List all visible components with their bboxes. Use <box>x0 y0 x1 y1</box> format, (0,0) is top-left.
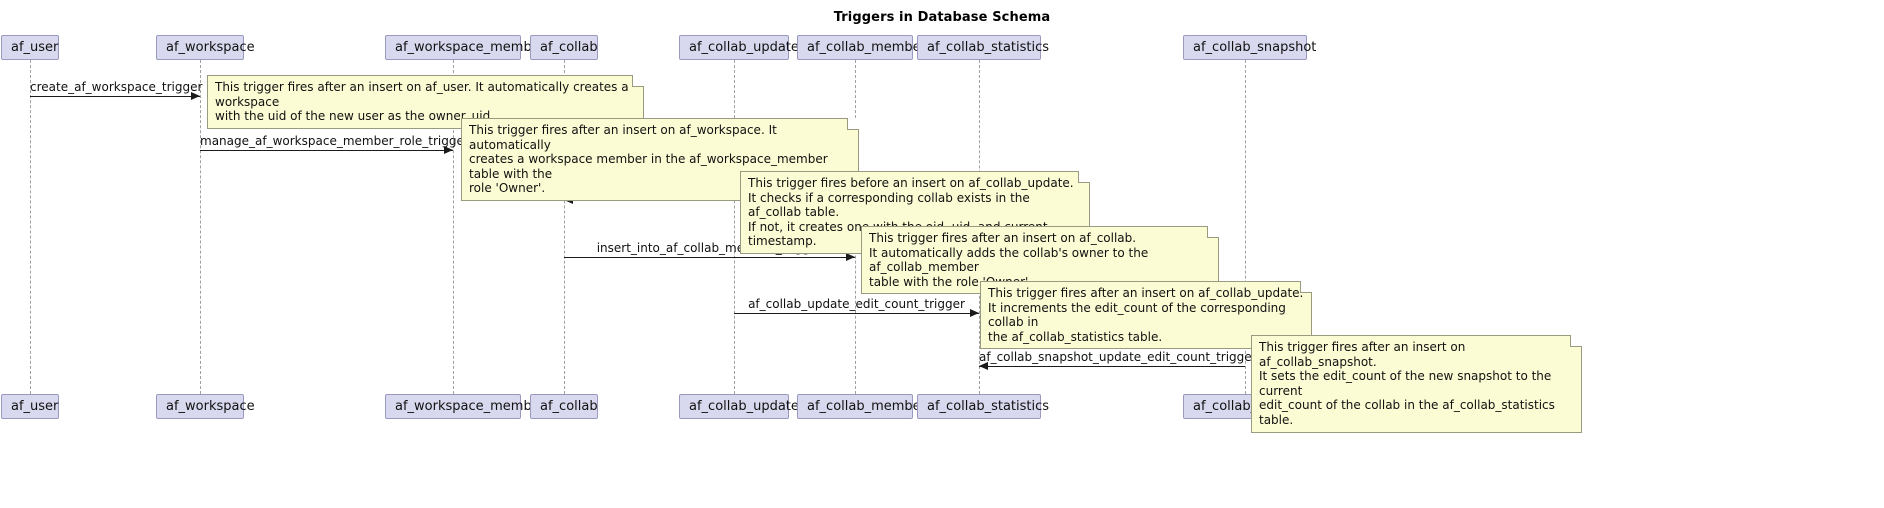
message-line-af-collab-snapshot-update-edit-count-trigger <box>979 366 1245 367</box>
note-fold-corner-icon <box>1300 281 1312 293</box>
message-label-create-af-workspace-trigger: create_af_workspace_trigger <box>30 80 203 94</box>
arrowhead-right-icon <box>846 253 855 261</box>
participant-bottom-af-collab-member[interactable]: af_collab_member <box>797 394 926 419</box>
participant-top-af-collab-update[interactable]: af_collab_update <box>679 35 799 60</box>
lifeline-af-workspace-member <box>453 60 454 394</box>
note-text: This trigger fires after an insert on af… <box>869 231 1149 289</box>
message-label-af-collab-snapshot-update-edit-count-trigger: af_collab_snapshot_update_edit_count_tri… <box>979 350 1257 364</box>
message-label-af-collab-update-edit-count-trigger: af_collab_update_edit_count_trigger <box>748 297 965 311</box>
lifeline-af-workspace <box>200 60 201 394</box>
note-fold-corner-icon <box>1078 171 1090 183</box>
participant-bottom-af-user[interactable]: af_user <box>1 394 59 419</box>
lifeline-af-collab-snapshot <box>1245 60 1246 394</box>
message-line-manage-af-workspace-member-role-trigger <box>200 150 453 151</box>
arrowhead-right-icon <box>191 92 200 100</box>
note-text: This trigger fires after an insert on af… <box>1259 340 1555 427</box>
participant-top-af-collab[interactable]: af_collab <box>530 35 598 60</box>
lifeline-af-collab-update <box>734 60 735 394</box>
note-fold-corner-icon <box>1207 226 1219 238</box>
note-text: This trigger fires after an insert on af… <box>215 80 629 124</box>
participant-top-af-workspace[interactable]: af_workspace <box>156 35 255 60</box>
note-af-collab-update-edit-count-trigger: This trigger fires after an insert on af… <box>980 281 1312 350</box>
note-text: This trigger fires after an insert on af… <box>469 123 828 196</box>
participant-bottom-af-collab-statistics[interactable]: af_collab_statistics <box>917 394 1049 419</box>
arrowhead-left-icon <box>979 362 988 370</box>
note-fold-corner-icon <box>1570 335 1582 347</box>
participant-top-af-workspace-member[interactable]: af_workspace_member <box>385 35 545 60</box>
participant-top-af-collab-snapshot[interactable]: af_collab_snapshot <box>1183 35 1316 60</box>
participant-top-af-collab-statistics[interactable]: af_collab_statistics <box>917 35 1049 60</box>
note-text: This trigger fires before an insert on a… <box>748 176 1074 249</box>
message-line-insert-into-af-collab-member-trigger <box>564 257 855 258</box>
arrowhead-right-icon <box>444 146 453 154</box>
message-line-af-collab-update-edit-count-trigger <box>734 313 979 314</box>
note-af-collab-snapshot-update-edit-count-trigger: This trigger fires after an insert on af… <box>1251 335 1582 433</box>
lifeline-af-user <box>30 60 31 394</box>
participant-top-af-collab-member[interactable]: af_collab_member <box>797 35 926 60</box>
note-fold-corner-icon <box>847 118 859 130</box>
note-create-af-workspace-trigger: This trigger fires after an insert on af… <box>207 75 644 129</box>
arrowhead-right-icon <box>970 309 979 317</box>
participant-bottom-af-collab[interactable]: af_collab <box>530 394 598 419</box>
participant-bottom-af-workspace-member[interactable]: af_workspace_member <box>385 394 545 419</box>
note-fold-corner-icon <box>632 75 644 87</box>
lifeline-af-collab <box>564 60 565 394</box>
participant-bottom-af-collab-update[interactable]: af_collab_update <box>679 394 799 419</box>
message-label-manage-af-workspace-member-role-trigger: manage_af_workspace_member_role_trigger <box>200 134 469 148</box>
message-line-create-af-workspace-trigger <box>30 96 200 97</box>
participant-top-af-user[interactable]: af_user <box>1 35 59 60</box>
participant-bottom-af-workspace[interactable]: af_workspace <box>156 394 255 419</box>
diagram-title: Triggers in Database Schema <box>833 10 1051 25</box>
note-text: This trigger fires after an insert on af… <box>988 286 1304 344</box>
